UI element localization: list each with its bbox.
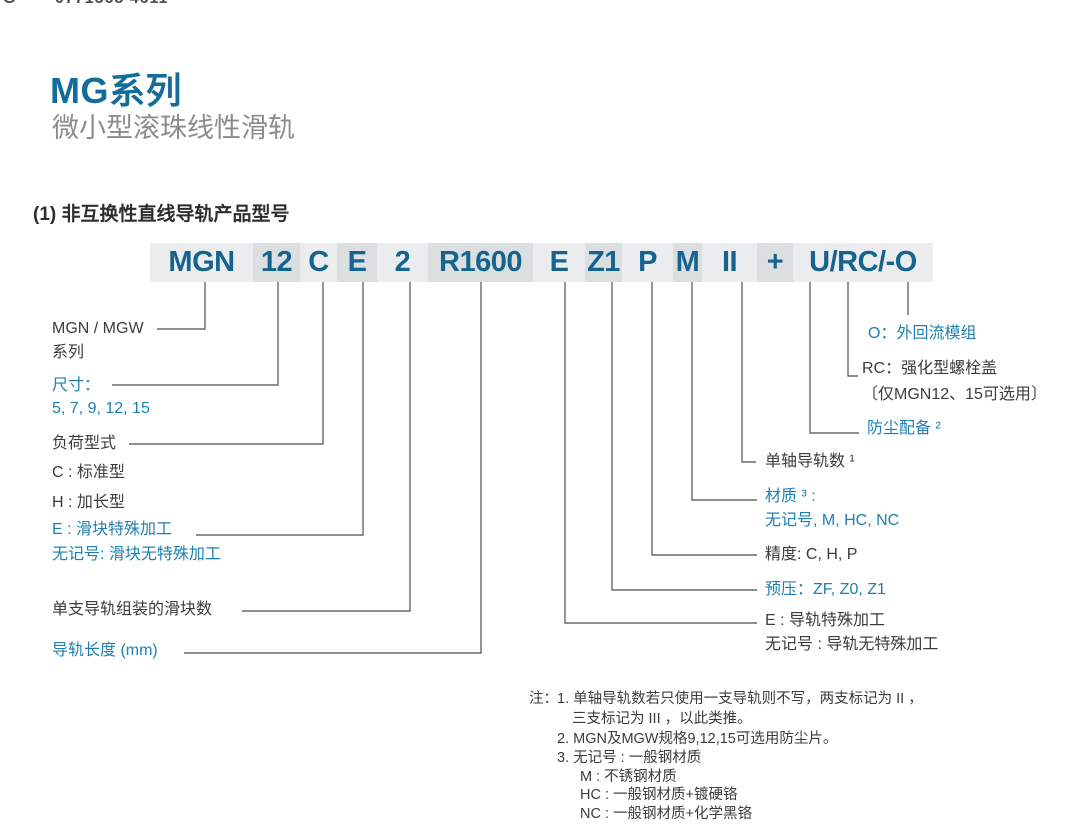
label-load-c: C : 标准型 (52, 464, 125, 481)
page-subtitle: 微小型滚珠线性滑轨 (52, 113, 295, 143)
label-block-none: 无记号: 滑块无特殊加工 (52, 546, 221, 563)
page-title: MG系列 (50, 70, 182, 111)
code-segment-plus: + (757, 243, 793, 282)
leader-line-block-special (196, 282, 364, 536)
label-precision: 精度: C, H, P (765, 546, 858, 563)
label-rail-special: E : 导轨特殊加工 (765, 612, 886, 629)
code-segment-load-type: C (300, 243, 337, 282)
model-code-row: MGN 12 C E 2 R1600 E Z1 P M II + U/RC/-O (150, 243, 933, 282)
label-rail-none: 无记号 : 导轨无特殊加工 (765, 636, 939, 653)
code-segment-size: 12 (253, 243, 300, 282)
label-block-special: E : 滑块特殊加工 (52, 521, 173, 538)
note-2: 2. MGN及MGW规格9,12,15可选用防尘片。 (557, 731, 838, 747)
label-series-line1: MGN / MGW (52, 320, 144, 337)
label-material-values: 无记号, M, HC, NC (765, 512, 900, 529)
code-segment-rail-count: II (702, 243, 757, 282)
leader-line-dust (809, 282, 859, 434)
code-segment-options: U/RC/-O (793, 243, 933, 282)
leader-line-precision (651, 282, 757, 556)
label-series-line2: 系列 (52, 344, 85, 361)
code-segment-precision: P (622, 243, 673, 282)
page-header-clipped-number: 0771568 4611 (55, 0, 168, 8)
leader-line-load-type (129, 282, 324, 445)
label-material-title: 材质 ³ : (765, 488, 816, 505)
code-segment-rail-length: R1600 (428, 243, 533, 282)
label-blocks-per-rail: 单支导轨组装的滑块数 (52, 601, 213, 618)
note-3-m: M : 不锈钢材质 (580, 769, 677, 785)
label-rc-note: 〔仅MGN12、15可选用〕 (862, 386, 1047, 403)
code-segment-series: MGN (150, 243, 253, 282)
section-heading: (1) 非互换性直线导轨产品型号 (33, 204, 290, 225)
note-1-line1: 1. 单轴导轨数若只使用一支导轨则不写，两支标记为 II ， (557, 691, 923, 707)
note-3: 3. 无记号 : 一般钢材质 (557, 750, 702, 766)
label-dust-protection: 防尘配备 ² (867, 420, 941, 437)
notes-label: 注： (529, 691, 558, 707)
leader-line-rc (847, 282, 858, 377)
note-3-hc: HC : 一般钢材质+镀硬铬 (580, 787, 738, 803)
code-segment-material: M (673, 243, 702, 282)
leader-line-rail-special (564, 282, 757, 624)
leader-line-material (691, 282, 757, 501)
page-header-clipped-icon: G (3, 0, 16, 8)
label-load-h: H : 加长型 (52, 494, 125, 511)
label-size-title: 尺寸： (52, 377, 101, 394)
leader-line-rail-length (184, 282, 482, 654)
label-o-option: O：外回流模组 (868, 325, 977, 342)
label-rails-per-axis: 单轴导轨数 ¹ (765, 453, 855, 470)
label-size-values: 5, 7, 9, 12, 15 (52, 400, 150, 417)
label-load-title: 负荷型式 (52, 435, 117, 452)
leader-line-block-count (242, 282, 411, 612)
code-segment-block-count: 2 (377, 243, 428, 282)
label-rc-title: RC：强化型螺栓盖 (862, 360, 998, 377)
leader-line-preload (611, 282, 757, 591)
note-3-nc: NC : 一般钢材质+化学黑铬 (580, 806, 752, 822)
code-segment-rail-special: E (533, 243, 585, 282)
code-segment-preload: Z1 (585, 243, 622, 282)
note-1-line2: 三支标记为 III ，以此类推。 (572, 711, 752, 727)
leader-line-rail-count (741, 282, 756, 463)
label-preload: 预压：ZF, Z0, Z1 (765, 581, 886, 598)
label-rail-length: 导轨长度 (mm) (52, 642, 158, 659)
code-segment-block-special: E (337, 243, 377, 282)
leader-line-series (157, 282, 206, 330)
